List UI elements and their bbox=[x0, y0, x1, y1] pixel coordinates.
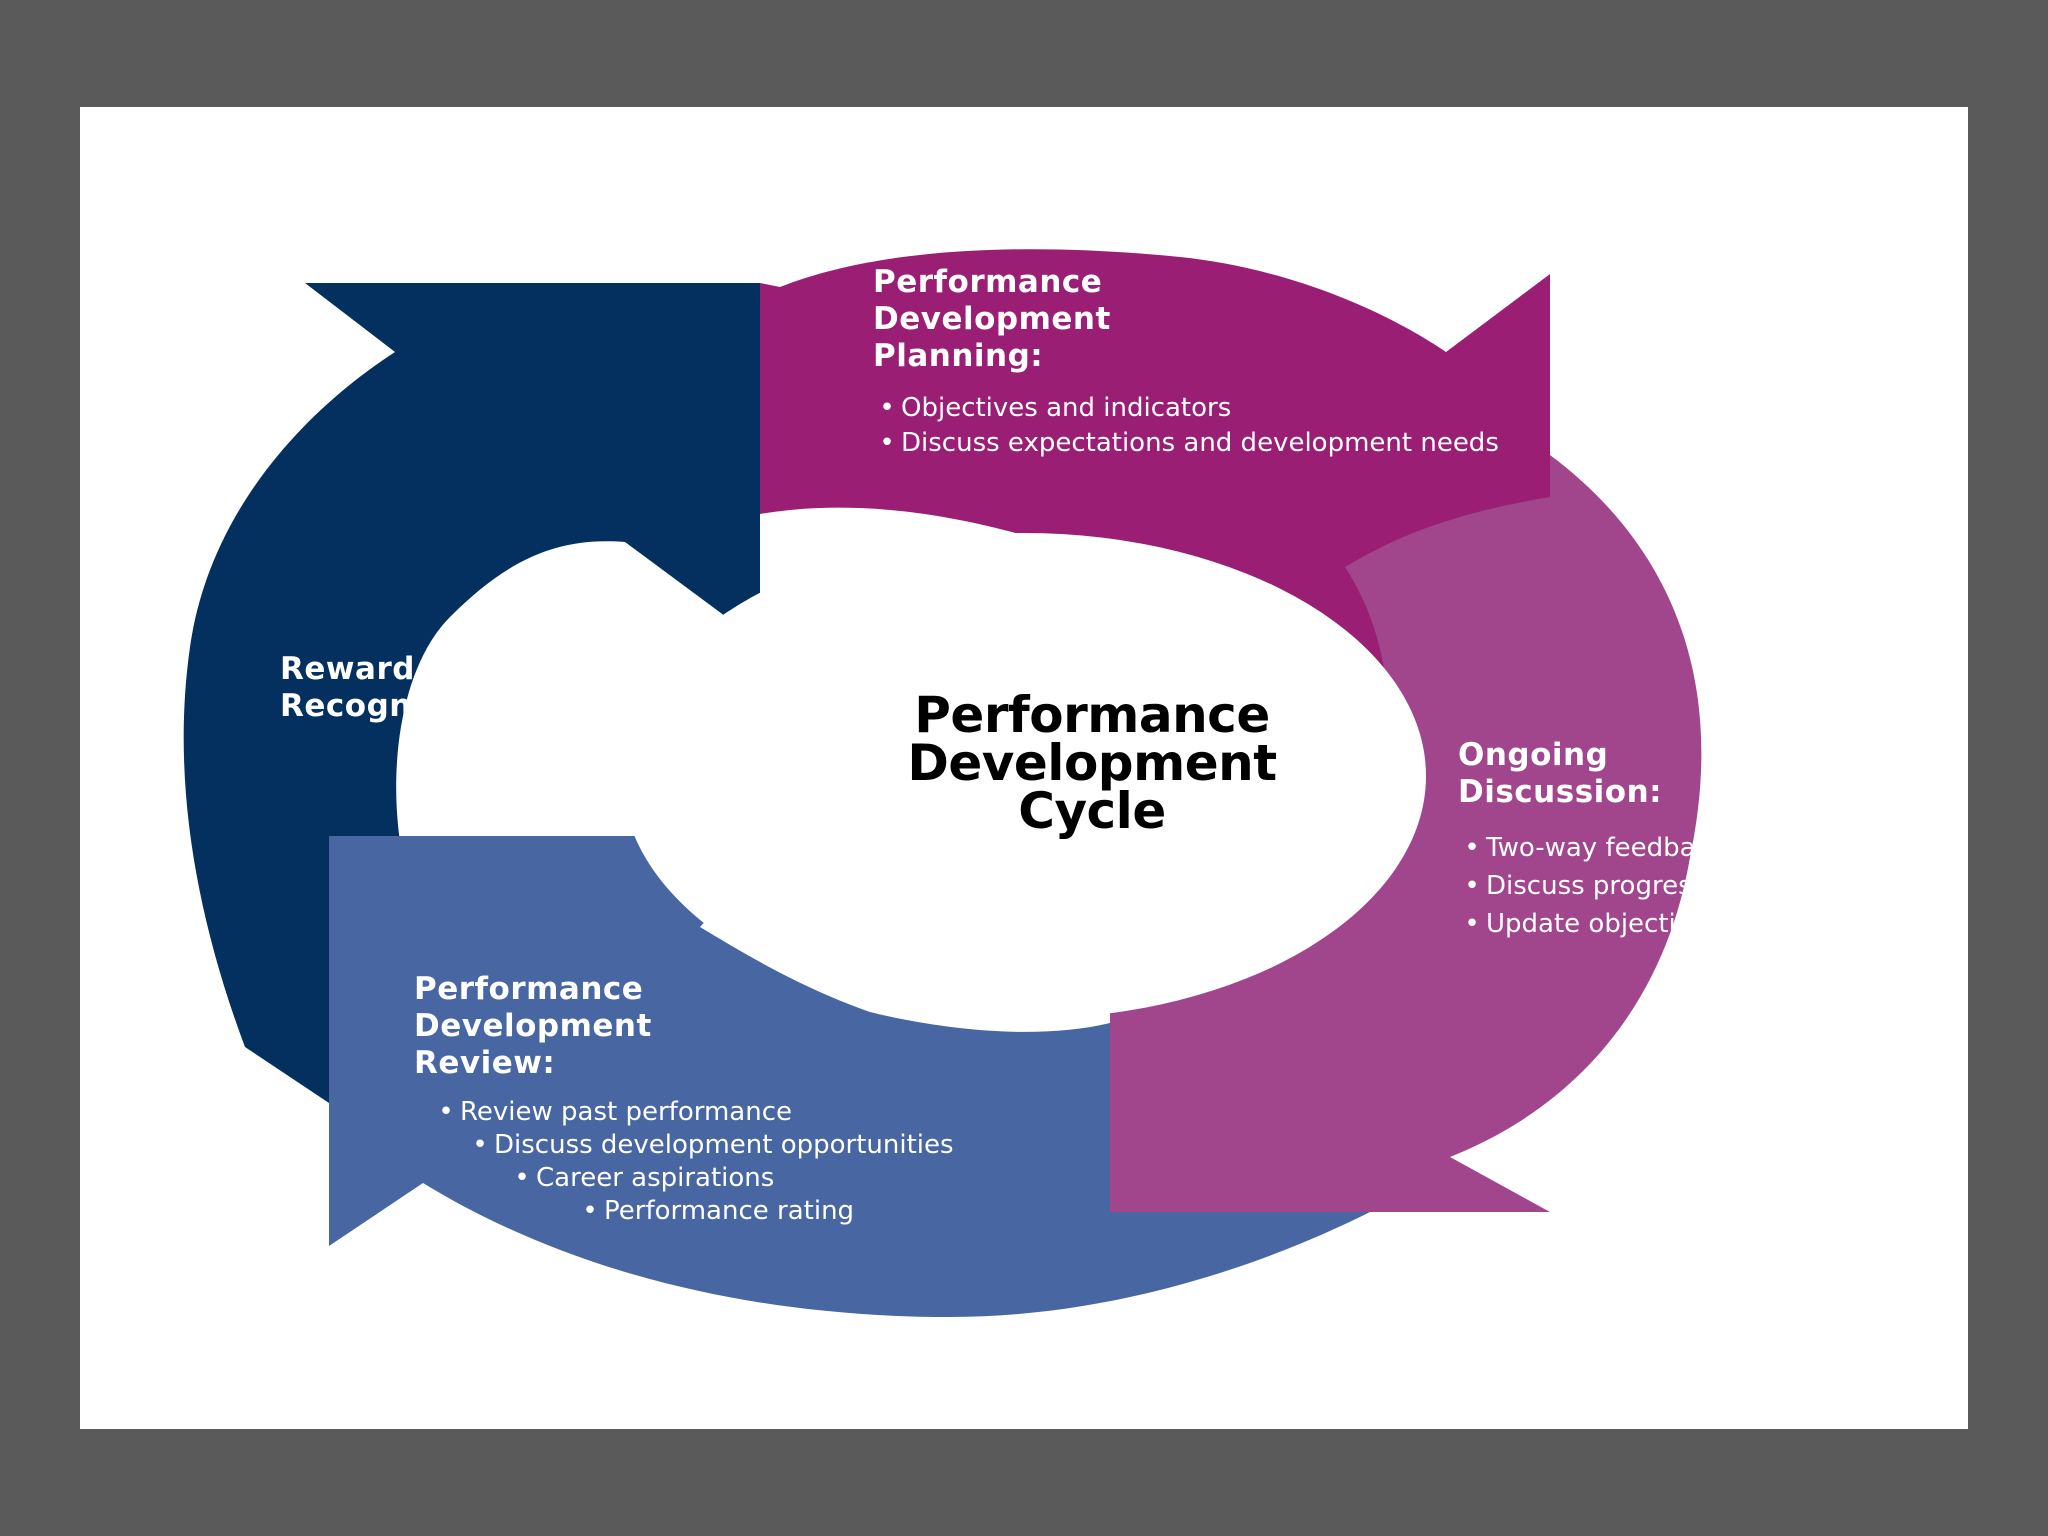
review-bullets: Review past performance Discuss developm… bbox=[414, 1096, 954, 1228]
ongoing-block: Ongoing Discussion: Two-way feedback Dis… bbox=[1458, 737, 1725, 943]
planning-heading: Performance Development Planning: bbox=[873, 264, 1111, 374]
reward-heading: Reward & Recognition bbox=[280, 651, 494, 724]
review-heading: Performance Development Review: bbox=[414, 971, 652, 1081]
list-item: Performance rating bbox=[414, 1195, 954, 1228]
planning-bullets: Objectives and indicators Discuss expect… bbox=[873, 391, 1499, 461]
list-item: Objectives and indicators bbox=[873, 391, 1499, 426]
center-circle bbox=[622, 533, 1426, 1019]
ongoing-bullets: Two-way feedback Discuss progress Update… bbox=[1458, 829, 1725, 943]
list-item: Review past performance bbox=[414, 1096, 954, 1129]
center-title: Performance Development Cycle bbox=[907, 686, 1277, 840]
list-item: Discuss development opportunities bbox=[414, 1129, 954, 1162]
reward-block: Reward & Recognition bbox=[280, 651, 494, 725]
slide: Performance Development Cycle Performanc… bbox=[80, 107, 1968, 1429]
ongoing-heading: Ongoing Discussion: bbox=[1458, 737, 1663, 810]
reward-recognition-segment bbox=[183, 283, 760, 1107]
list-item: Discuss progress bbox=[1458, 867, 1725, 905]
list-item: Career aspirations bbox=[414, 1162, 954, 1195]
list-item: Update objectives bbox=[1458, 905, 1725, 943]
review-block: Performance Development Review: Review p… bbox=[414, 971, 954, 1228]
list-item: Discuss expectations and development nee… bbox=[873, 426, 1499, 461]
list-item: Two-way feedback bbox=[1458, 829, 1725, 867]
planning-block: Performance Development Planning: Object… bbox=[873, 264, 1499, 461]
